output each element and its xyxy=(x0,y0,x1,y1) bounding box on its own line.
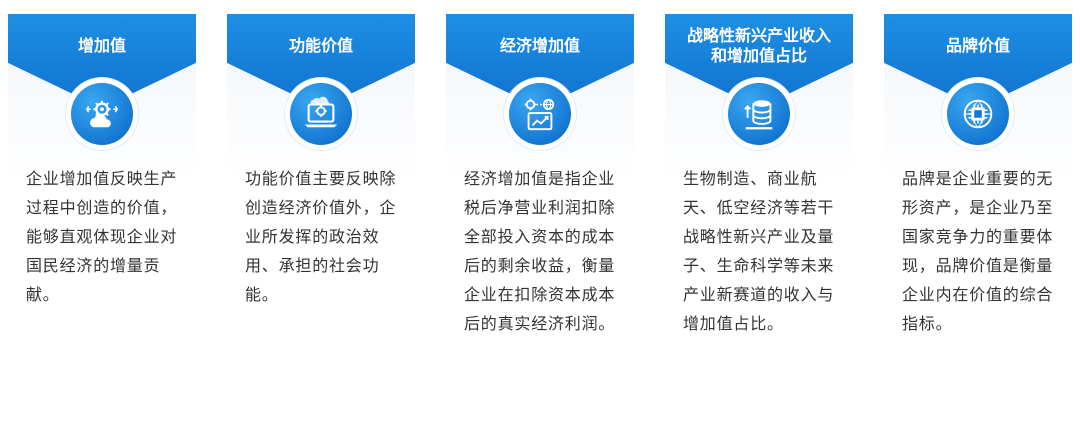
chip-globe-icon xyxy=(947,83,1009,145)
chart-globe-icon xyxy=(509,83,571,145)
card-title: 增加值 xyxy=(77,36,126,55)
card-economic-value-added: 经济增加值 经济增加值是指企业税后净营业利润扣除全部投入资本的成本后的剩余收益，… xyxy=(446,14,634,386)
card-brand-value: 品牌价值 品牌是企业重要的无形资产，是企业乃至国家竞争力的重要体现，品牌价值是衡… xyxy=(884,14,1072,386)
card-description: 企业增加值反映生产过程中创造的价值，能够直观体现企业对国民经济的增量贡献。 xyxy=(26,169,178,304)
gear-cloud-icon xyxy=(71,83,133,145)
card-description: 经济增加值是指企业税后净营业利润扣除全部投入资本的成本后的剩余收益，衡量企业在扣… xyxy=(464,169,616,333)
card-description: 生物制造、商业航天、低空经济等若干战略性新兴产业及量子、生命科学等未来产业新赛道… xyxy=(683,169,835,333)
laptop-gear-icon xyxy=(290,83,352,145)
card-title: 战略性新兴产业收入 和增加值占比 xyxy=(686,26,831,65)
database-growth-icon xyxy=(728,83,790,145)
card-title: 功能价值 xyxy=(288,36,353,55)
card-description: 品牌是企业重要的无形资产，是企业乃至国家竞争力的重要体现，品牌价值是衡量企业内在… xyxy=(902,169,1054,333)
card-value-added: 增加值 企业增加值反映生产过程中创造的价值，能够直观体现企业对国民经济的增量贡献… xyxy=(8,14,196,386)
card-title: 经济增加值 xyxy=(499,36,580,55)
card-title: 品牌价值 xyxy=(945,36,1010,55)
card-functional-value: 功能价值 功能价值主要反映除创造经济价值外，企业所发挥的政治效用、承担的社会功能… xyxy=(227,14,415,386)
card-description: 功能价值主要反映除创造经济价值外，企业所发挥的政治效用、承担的社会功能。 xyxy=(245,169,397,304)
card-strategic-industry-share: 战略性新兴产业收入 和增加值占比 生物制造、商业航天、低空经济等若干战略性新兴产… xyxy=(665,14,853,386)
